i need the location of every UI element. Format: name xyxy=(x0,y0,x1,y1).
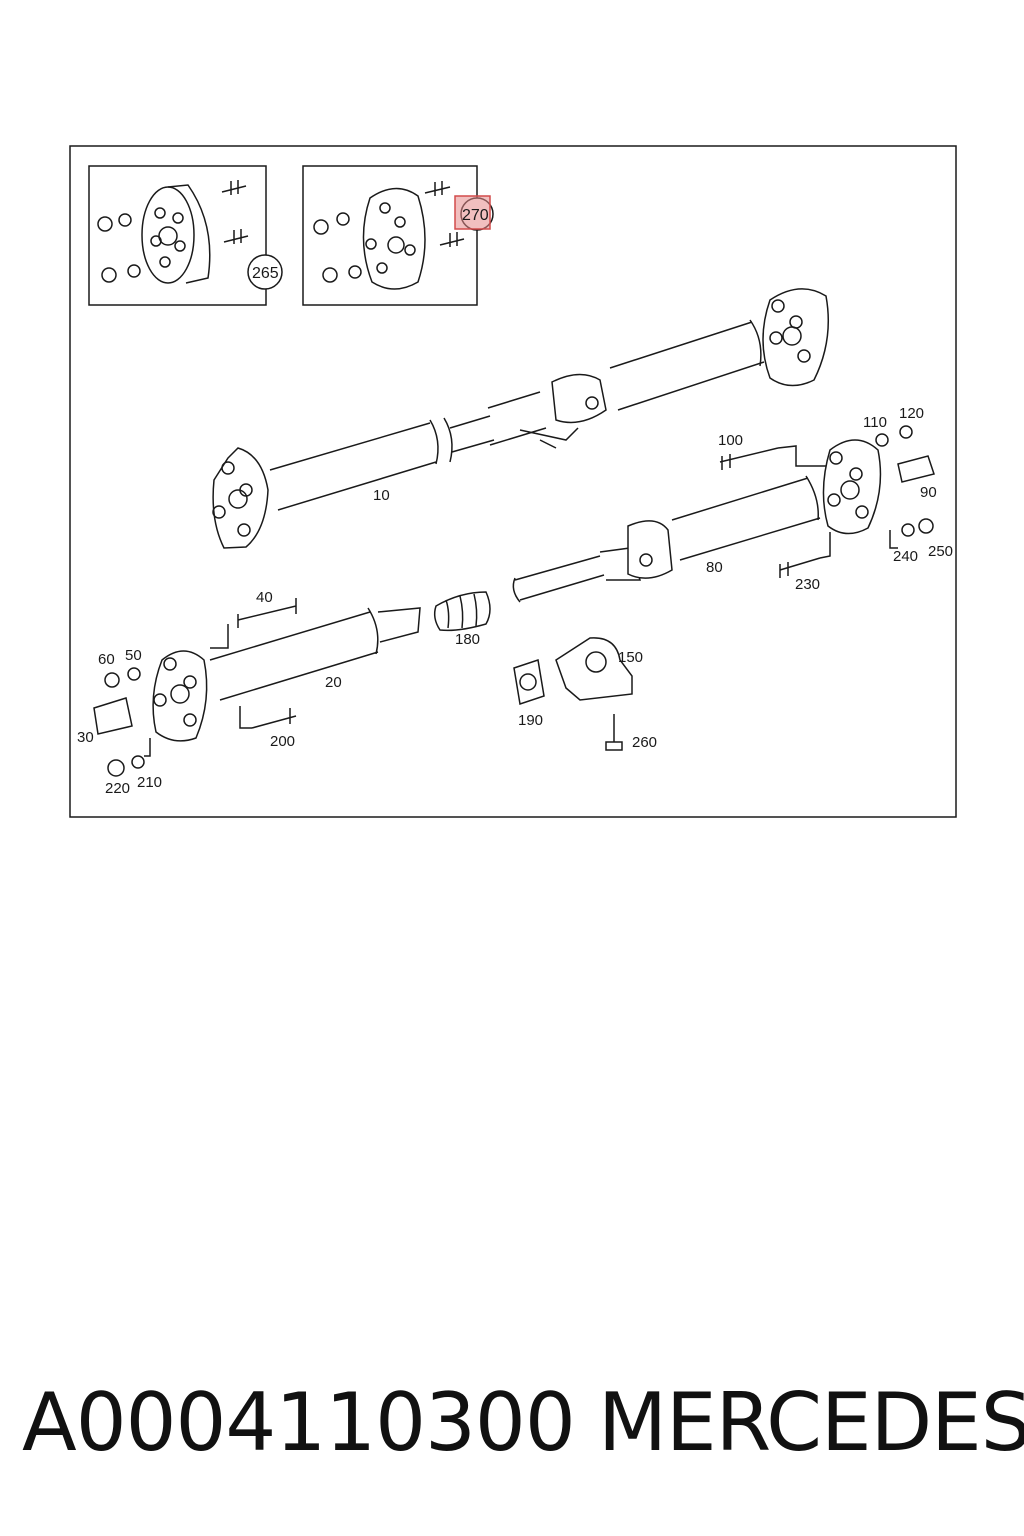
callout-270-highlight xyxy=(454,195,491,230)
propshaft-80 xyxy=(512,425,935,603)
label-150: 150 xyxy=(618,649,643,666)
label-90: 90 xyxy=(920,484,937,501)
propshaft-10 xyxy=(212,288,830,549)
label-80: 80 xyxy=(706,559,723,576)
brand-name: MERCEDES xyxy=(598,1376,1024,1469)
diagram-frame xyxy=(69,145,957,818)
inset-coupling-265 xyxy=(88,165,283,306)
callout-270: 270 xyxy=(462,207,489,224)
label-220: 220 xyxy=(105,780,130,797)
label-50: 50 xyxy=(125,647,142,664)
label-190: 190 xyxy=(518,712,543,729)
label-180: 180 xyxy=(455,631,480,648)
callout-265: 265 xyxy=(252,265,279,282)
inset-coupling-270 xyxy=(302,165,494,306)
label-120: 120 xyxy=(899,405,924,422)
label-250: 250 xyxy=(928,543,953,560)
part-number: A0004110300 xyxy=(22,1376,576,1469)
label-100: 100 xyxy=(718,432,743,449)
label-260: 260 xyxy=(632,734,657,751)
label-60: 60 xyxy=(98,651,115,668)
label-230: 230 xyxy=(795,576,820,593)
callout-labels: 265 270 10 20 30 40 50 60 80 90 100 110 … xyxy=(77,207,953,797)
propshaft-20 xyxy=(93,591,633,777)
label-240: 240 xyxy=(893,548,918,565)
label-110: 110 xyxy=(863,414,887,431)
label-210: 210 xyxy=(137,774,162,791)
label-30: 30 xyxy=(77,729,94,746)
label-40: 40 xyxy=(256,589,273,606)
label-20: 20 xyxy=(325,674,342,691)
label-10: 10 xyxy=(373,487,390,504)
label-200: 200 xyxy=(270,733,295,750)
